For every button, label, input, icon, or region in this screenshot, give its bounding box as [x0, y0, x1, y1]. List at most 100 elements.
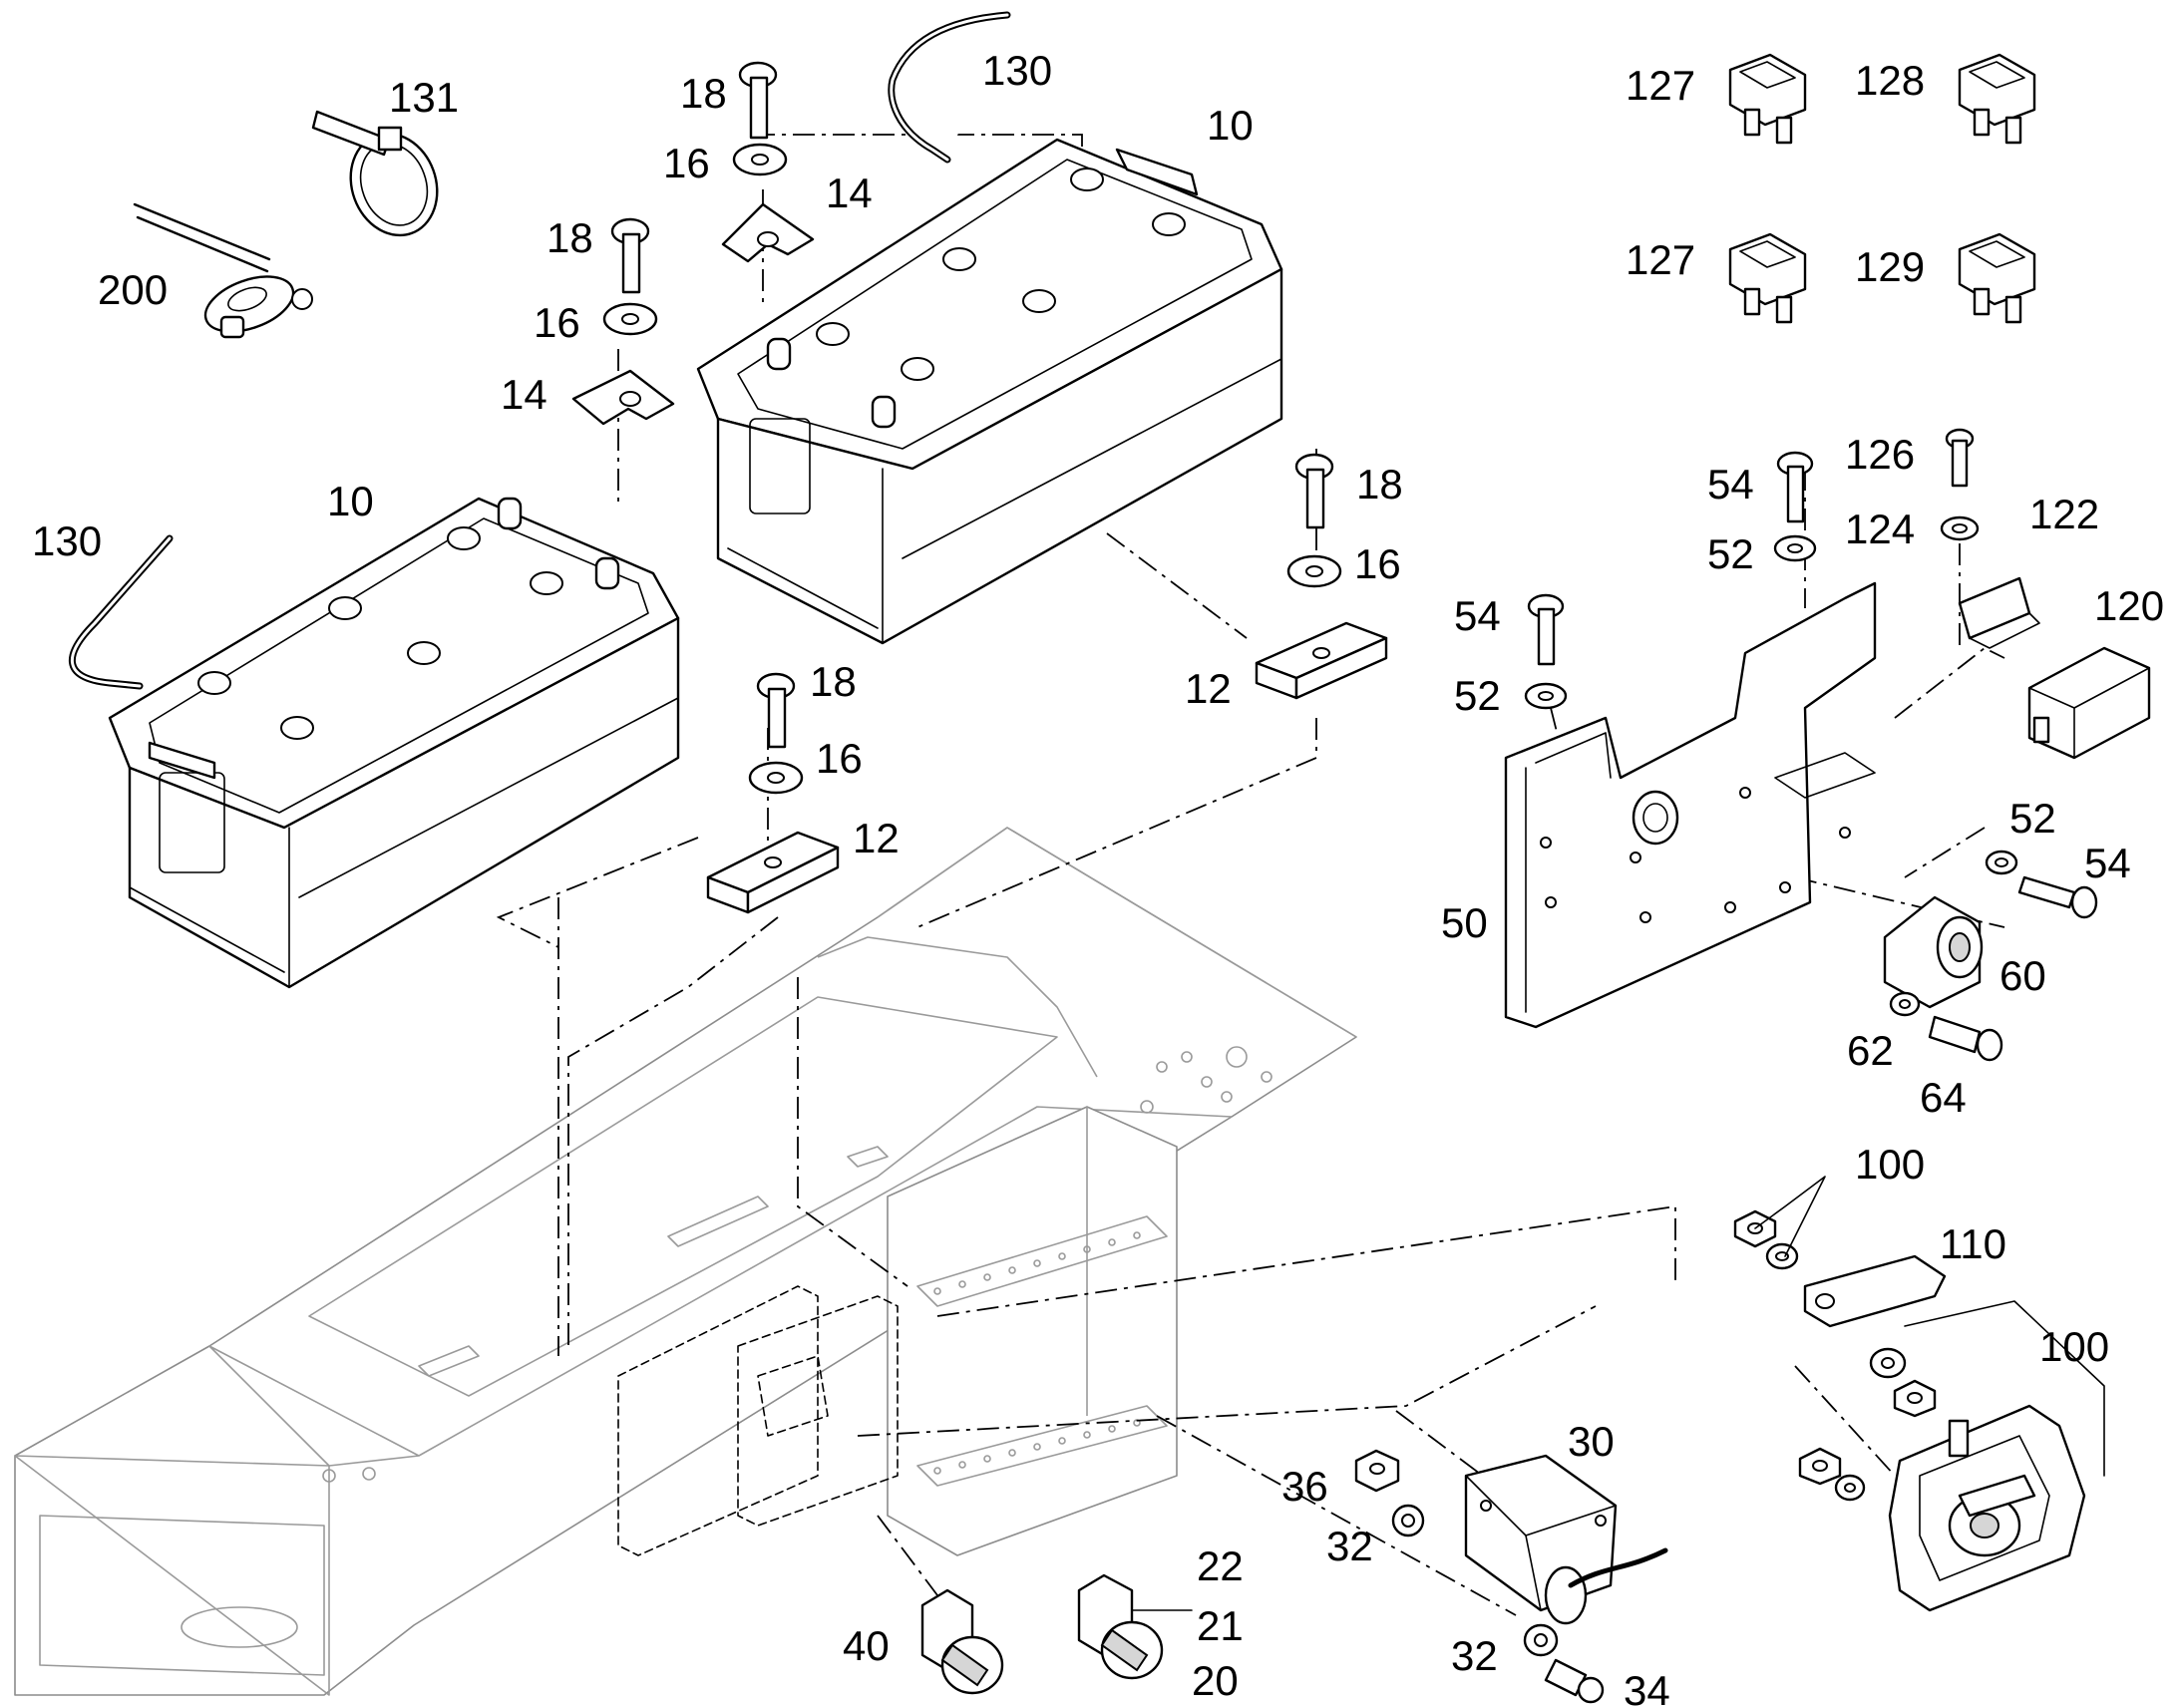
callout-54: 54 [1707, 461, 1754, 508]
callout-16: 16 [1354, 540, 1401, 587]
callout-62: 62 [1847, 1027, 1894, 1074]
bolt-18-mid [610, 217, 650, 294]
cable-clamp [133, 202, 313, 339]
washer-52-a [1773, 534, 1817, 562]
callout-52: 52 [1707, 530, 1754, 577]
callout-18: 18 [680, 70, 727, 117]
callout-36: 36 [1281, 1463, 1328, 1510]
callout-54: 54 [2084, 840, 2131, 886]
callout-12: 12 [853, 815, 900, 861]
callout-129: 129 [1855, 243, 1925, 290]
nut-100-low [1798, 1447, 1842, 1486]
callout-10: 10 [1207, 102, 1254, 149]
callout-labels: 131 200 18 16 14 130 10 18 16 14 10 130 … [32, 47, 2164, 1708]
callout-20: 20 [1192, 1657, 1239, 1704]
washer-62 [1889, 991, 1921, 1017]
clamp-14-top [721, 202, 815, 263]
callout-32: 32 [1451, 1632, 1498, 1679]
bolt-54-c [2017, 875, 2098, 919]
callout-60: 60 [1999, 952, 2046, 999]
bolt-54-b [1527, 593, 1565, 666]
mounting-bracket-50 [1504, 581, 1877, 1029]
bolt-18-right [1294, 453, 1334, 529]
callout-18: 18 [810, 658, 857, 705]
callout-127: 127 [1626, 236, 1695, 283]
callout-124: 124 [1845, 506, 1915, 552]
washer-100-mid [1869, 1347, 1907, 1379]
callout-130: 130 [32, 517, 102, 564]
screw-126 [1945, 428, 1975, 488]
washer-52-c [1985, 850, 2018, 875]
callout-52: 52 [1454, 672, 1501, 719]
washer-124 [1940, 515, 1980, 541]
washer-16-lower [748, 761, 804, 795]
callout-18: 18 [546, 214, 593, 261]
callout-54: 54 [1454, 592, 1501, 639]
frame-holes [322, 1046, 1272, 1483]
cable-tie [311, 110, 439, 237]
washer-16-mid [602, 302, 658, 336]
block-12-right [1255, 621, 1388, 700]
washer-16-top [732, 143, 788, 176]
fuse-127-bottom [1728, 232, 1807, 324]
callout-127: 127 [1626, 62, 1695, 109]
isolator-switch [1888, 1404, 2086, 1612]
washer-100-low [1834, 1474, 1866, 1502]
leader-100-right [1904, 1300, 2105, 1477]
callout-50: 50 [1441, 899, 1488, 946]
chassis-frame [14, 827, 1357, 1696]
block-12-lower [706, 831, 840, 914]
bolt-54-a [1776, 451, 1814, 523]
bracket-holes [1540, 787, 1851, 923]
step-perforations [933, 1231, 1141, 1475]
battery-right-caps [816, 168, 1186, 381]
callout-126: 126 [1845, 431, 1915, 478]
clamp-14-mid [571, 369, 675, 426]
callout-40: 40 [843, 1622, 890, 1669]
callout-200: 200 [98, 266, 168, 313]
washer-100-top [1765, 1242, 1799, 1270]
bolt-18-top [738, 61, 778, 140]
callout-130: 130 [982, 47, 1052, 94]
callout-14: 14 [501, 371, 547, 418]
callout-16: 16 [534, 299, 580, 346]
callout-30: 30 [1568, 1418, 1615, 1465]
washer-16-right [1286, 554, 1342, 588]
callout-22: 22 [1197, 1542, 1244, 1589]
callout-110: 110 [1940, 1220, 2006, 1267]
screw-34 [1544, 1658, 1605, 1704]
callout-18: 18 [1356, 461, 1403, 508]
leader-100-top [1754, 1176, 1826, 1257]
frame-mount-plates [617, 1285, 899, 1556]
solenoid-60 [1883, 895, 1984, 1009]
switch-30 [1464, 1454, 1668, 1625]
terminal-lug-110 [1803, 1254, 1947, 1328]
callout-52: 52 [2009, 795, 2056, 842]
relay-box-120 [2027, 646, 2151, 760]
bolt-18-lower [756, 672, 796, 749]
nut-100-mid [1893, 1379, 1937, 1418]
switch-20-21-22 [1077, 1573, 1164, 1680]
washer-32-a [1391, 1504, 1425, 1537]
callout-128: 128 [1855, 57, 1925, 104]
screw-64 [1928, 1015, 2003, 1062]
callout-21: 21 [1197, 1602, 1244, 1649]
callout-12: 12 [1185, 665, 1232, 712]
callout-10: 10 [327, 478, 374, 524]
nut-36 [1354, 1449, 1400, 1493]
washer-52-b [1524, 682, 1568, 710]
callout-16: 16 [663, 140, 710, 186]
battery-left [108, 497, 680, 989]
callout-131: 131 [389, 74, 459, 121]
callout-64: 64 [1920, 1074, 1967, 1121]
callout-100: 100 [1855, 1141, 1925, 1188]
callout-14: 14 [826, 170, 873, 216]
washer-32-b [1523, 1623, 1559, 1657]
fuse-127-top [1728, 53, 1807, 145]
battery-right [696, 138, 1283, 645]
relay-122 [1958, 576, 2040, 649]
callout-32: 32 [1326, 1523, 1373, 1569]
callout-122: 122 [2029, 491, 2099, 537]
